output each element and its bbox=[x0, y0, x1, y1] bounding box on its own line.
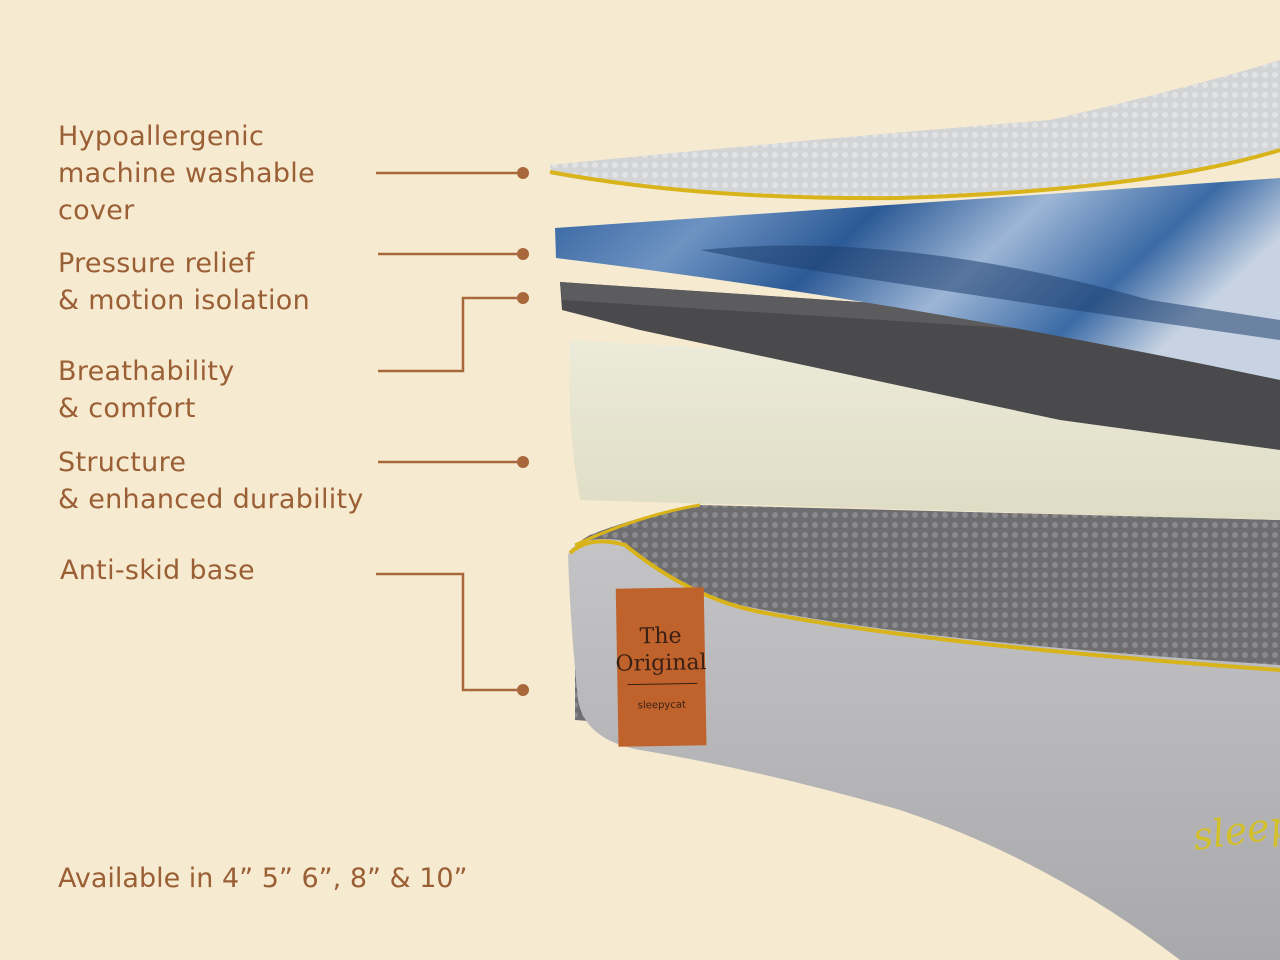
feature-breathability-line-2: & comfort bbox=[58, 393, 196, 424]
feature-gel-line-1: Pressure relief bbox=[58, 248, 255, 279]
connector-dots bbox=[517, 167, 529, 696]
feature-structure: Structure & enhanced durability bbox=[58, 444, 364, 518]
tag-line-1: The bbox=[639, 624, 681, 650]
feature-breathability: Breathability & comfort bbox=[58, 353, 235, 427]
connector-lines bbox=[376, 171, 523, 692]
feature-gel: Pressure relief & motion isolation bbox=[58, 245, 310, 319]
feature-structure-line-2: & enhanced durability bbox=[58, 484, 364, 515]
feature-cover-line-2: machine washable bbox=[58, 158, 316, 189]
feature-breathability-line-1: Breathability bbox=[58, 356, 235, 387]
feature-structure-line-1: Structure bbox=[58, 447, 187, 478]
the-original-tag: The Original sleepycat bbox=[615, 587, 707, 747]
feature-gel-line-2: & motion isolation bbox=[58, 285, 311, 316]
feature-base-line-1: Anti-skid base bbox=[60, 555, 255, 586]
feature-cover-line-1: Hypoallergenic bbox=[58, 121, 265, 152]
tag-line-2: Original bbox=[615, 650, 706, 677]
feature-cover-line-3: cover bbox=[58, 195, 135, 226]
tag-brand: sleepycat bbox=[638, 700, 686, 712]
availability-note: Available in 4” 5” 6”, 8” & 10” bbox=[58, 863, 468, 894]
feature-base: Anti-skid base bbox=[60, 552, 255, 589]
feature-cover: Hypoallergenic machine washable cover bbox=[58, 118, 315, 229]
